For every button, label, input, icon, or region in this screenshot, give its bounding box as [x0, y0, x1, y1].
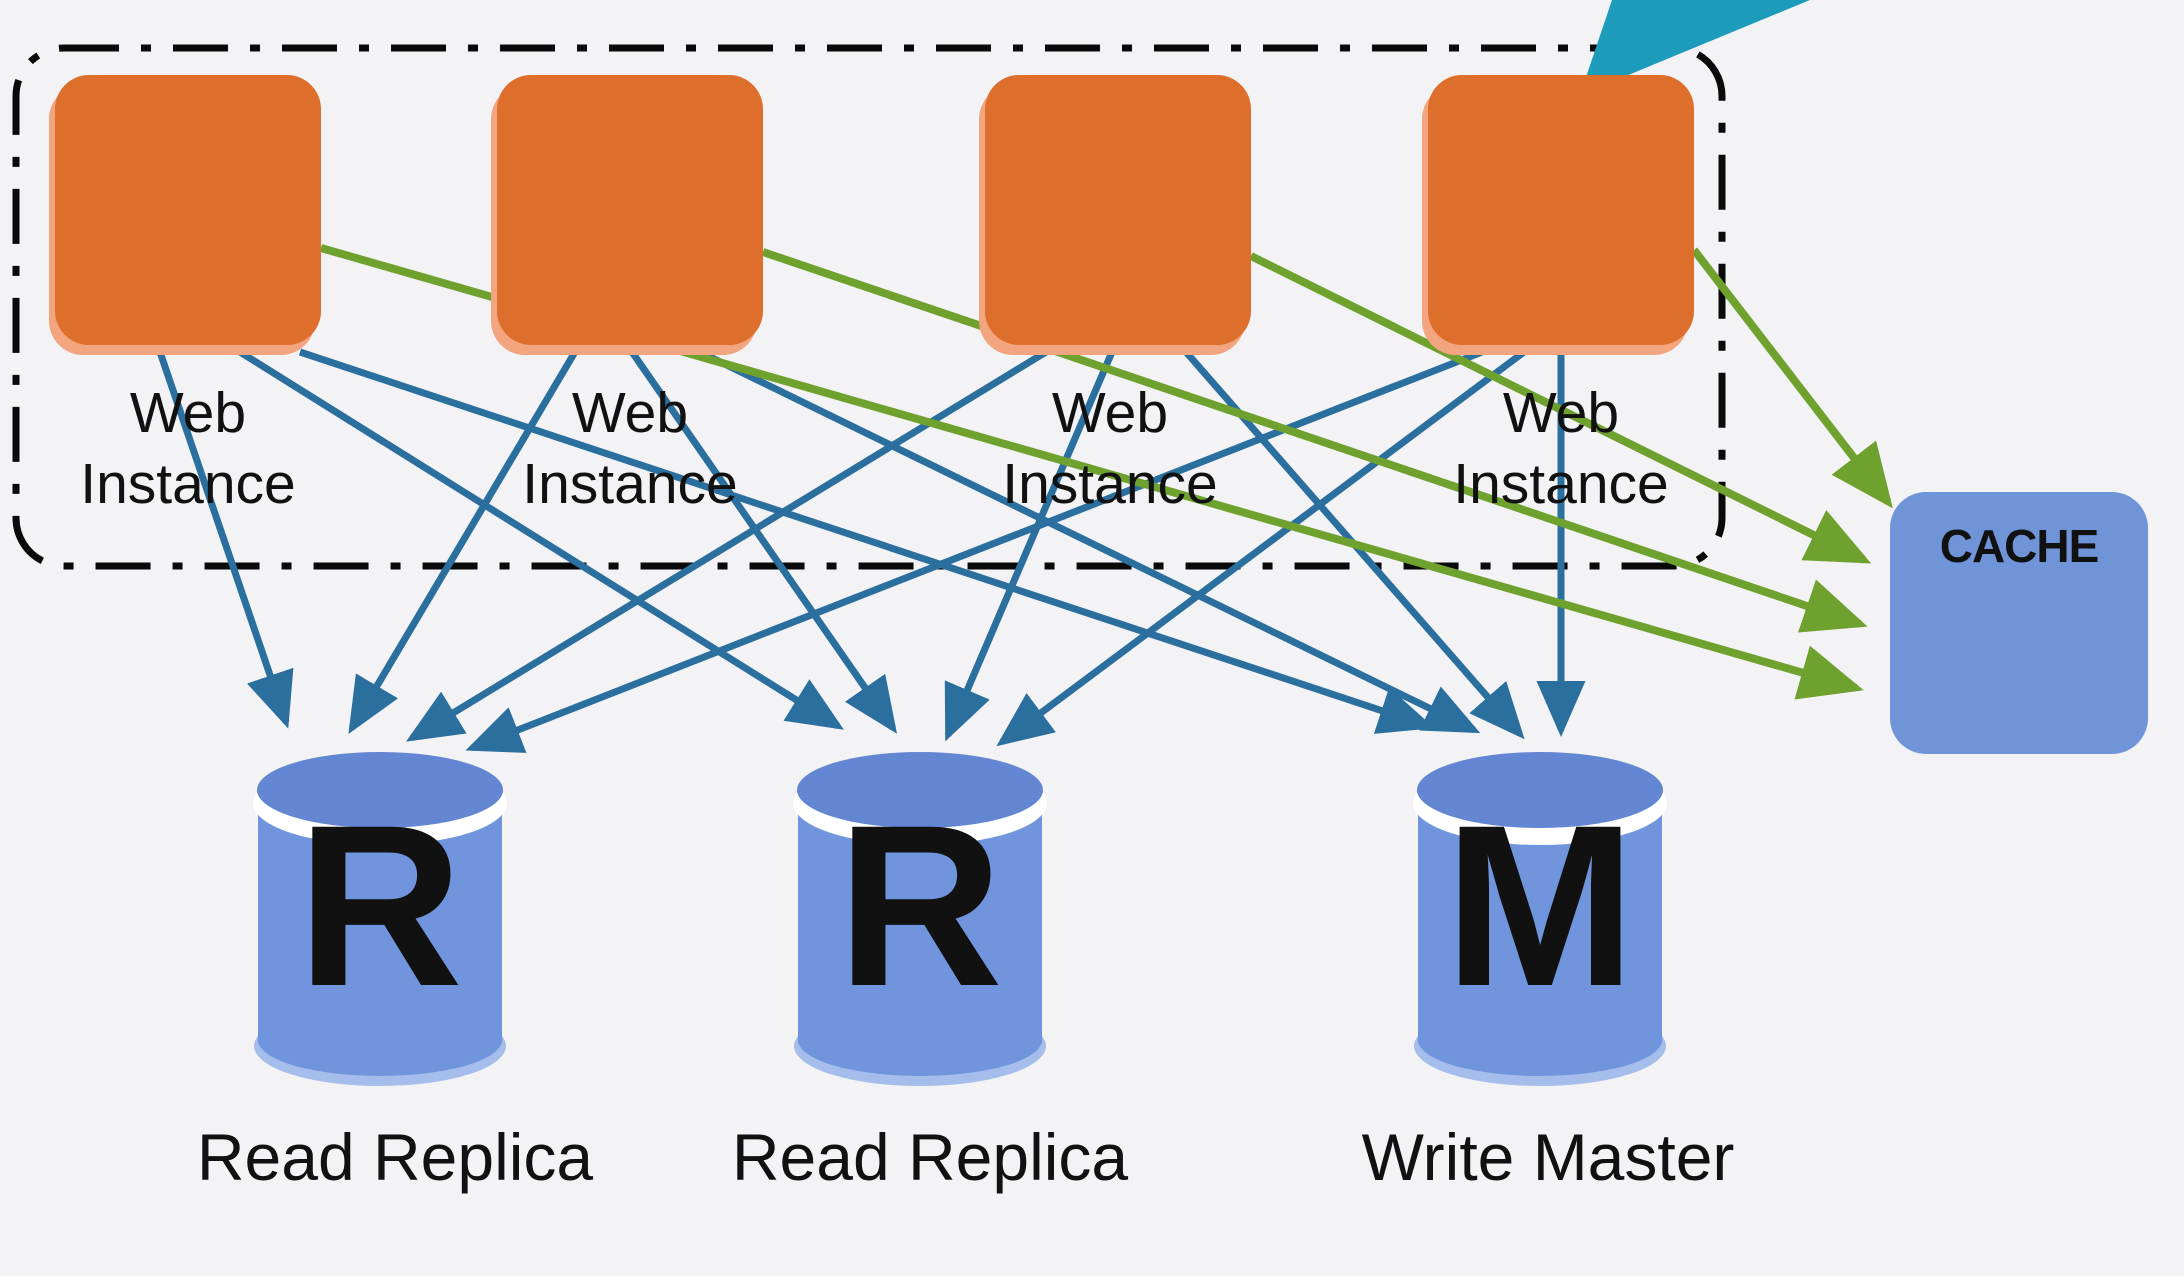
web-instance-label-line2: Instance	[1453, 452, 1668, 516]
db-cylinder-top-cap	[1417, 752, 1663, 828]
db-query-arrow	[298, 348, 1435, 734]
cache-arrow	[1249, 252, 1872, 564]
db-cylinder-bottom-cap	[258, 1004, 502, 1076]
db-query-arrow	[465, 348, 1484, 753]
db-cylinder-top-cap	[257, 752, 503, 828]
web-instance-label-line1: Web	[1503, 381, 1619, 445]
cache-node: CACHE	[1890, 492, 2148, 754]
web-instance-box	[1428, 75, 1694, 345]
db-read-replica-2: R Read Replica	[732, 752, 1129, 1194]
web-instance-label-line1: Web	[1052, 381, 1168, 445]
db-letter: R	[297, 777, 463, 1034]
web-instance-label-line2: Instance	[522, 452, 737, 516]
db-query-arrow	[698, 348, 1481, 734]
db-letter: M	[1444, 777, 1636, 1034]
cache-label: CACHE	[1940, 520, 2099, 572]
db-letter: R	[837, 777, 1003, 1034]
db-query-arrow	[156, 350, 294, 729]
db-query-arrow	[238, 349, 844, 730]
web-instance-label-line1: Web	[130, 381, 246, 445]
web-instance-3: Web Instance	[979, 75, 1251, 516]
db-query-arrow	[629, 350, 897, 734]
incoming-traffic-arrow-icon	[1580, 0, 1810, 95]
db-label: Read Replica	[197, 1120, 594, 1194]
web-instance-box	[497, 75, 763, 345]
db-query-arrow	[406, 349, 1048, 742]
db-query-arrow	[996, 349, 1527, 747]
web-instance-label-line2: Instance	[80, 452, 295, 516]
db-label: Read Replica	[732, 1120, 1129, 1194]
cache-arrow	[1690, 247, 1893, 509]
db-write-master: M Write Master	[1362, 752, 1735, 1194]
web-tier-boundary	[12, 44, 1726, 570]
db-query-arrow	[348, 350, 579, 735]
web-instance-label-line1: Web	[572, 381, 688, 445]
db-cylinder-bottom-cap	[798, 1004, 1042, 1076]
cache-box	[1890, 492, 2148, 754]
db-label: Write Master	[1362, 1120, 1735, 1194]
db-cylinder-bottom-cap	[1418, 1004, 1662, 1076]
web-instance-2: Web Instance	[491, 75, 763, 516]
web-instance-label-line2: Instance	[1002, 452, 1217, 516]
web-instance-box	[55, 75, 321, 345]
db-cylinder-top-cap	[797, 752, 1043, 828]
web-instance-box	[985, 75, 1251, 345]
web-instance-1: Web Instance	[49, 75, 321, 516]
web-instance-4: Web Instance	[1422, 75, 1694, 516]
cache-arrow	[761, 248, 1868, 633]
db-query-arrow	[944, 350, 1116, 742]
db-read-replica-1: R Read Replica	[197, 752, 594, 1194]
